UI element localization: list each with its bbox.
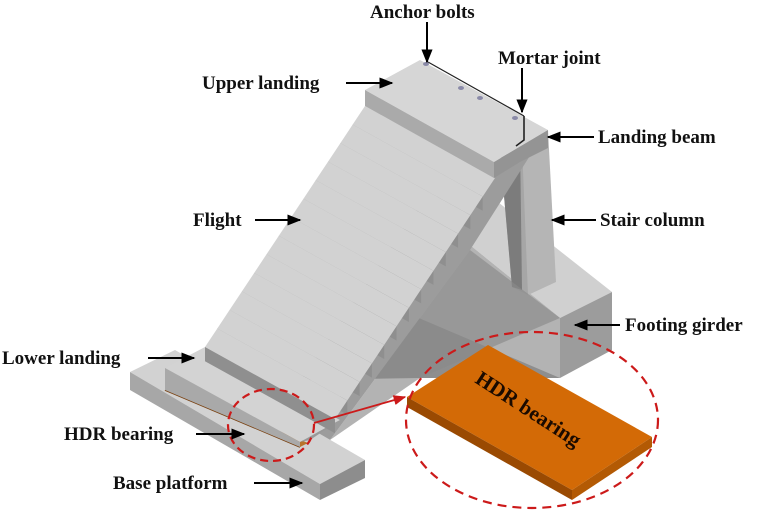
step-tread [340,124,483,216]
step-tread [266,235,409,327]
step-tread [352,106,495,197]
step-tread [205,328,348,419]
label-flight: Flight [193,210,242,231]
step-tread [291,198,434,290]
bearing-callout-circle [226,387,316,463]
label-anchor-bolts: Anchor bolts [370,2,475,23]
anchor-bolts-dots [423,62,518,120]
hdr-bearing-enlarged [407,345,652,500]
upper-landing [365,60,548,178]
label-landing-beam: Landing beam [598,127,716,148]
label-hdr-bearing: HDR bearing [64,424,174,445]
label-base-platform: Base platform [113,473,228,494]
step-tread [315,161,459,253]
label-stair-column: Stair column [600,210,705,231]
step-tread [229,291,372,382]
step-tread [278,217,422,308]
step-tread [328,143,471,234]
step-tread [217,309,360,401]
step-tread [303,180,446,271]
callout-connector [313,395,407,424]
leader-arrows [148,22,620,489]
flight-steps [205,106,495,434]
label-upper-landing: Upper landing [202,73,320,94]
label-footing-girder: Footing girder [625,315,743,336]
step-tread [241,272,385,364]
label-lower-landing: Lower landing [2,348,121,369]
step-tread [254,254,397,345]
bearing-detail-circle [404,330,660,510]
label-mortar-joint: Mortar joint [498,48,601,69]
